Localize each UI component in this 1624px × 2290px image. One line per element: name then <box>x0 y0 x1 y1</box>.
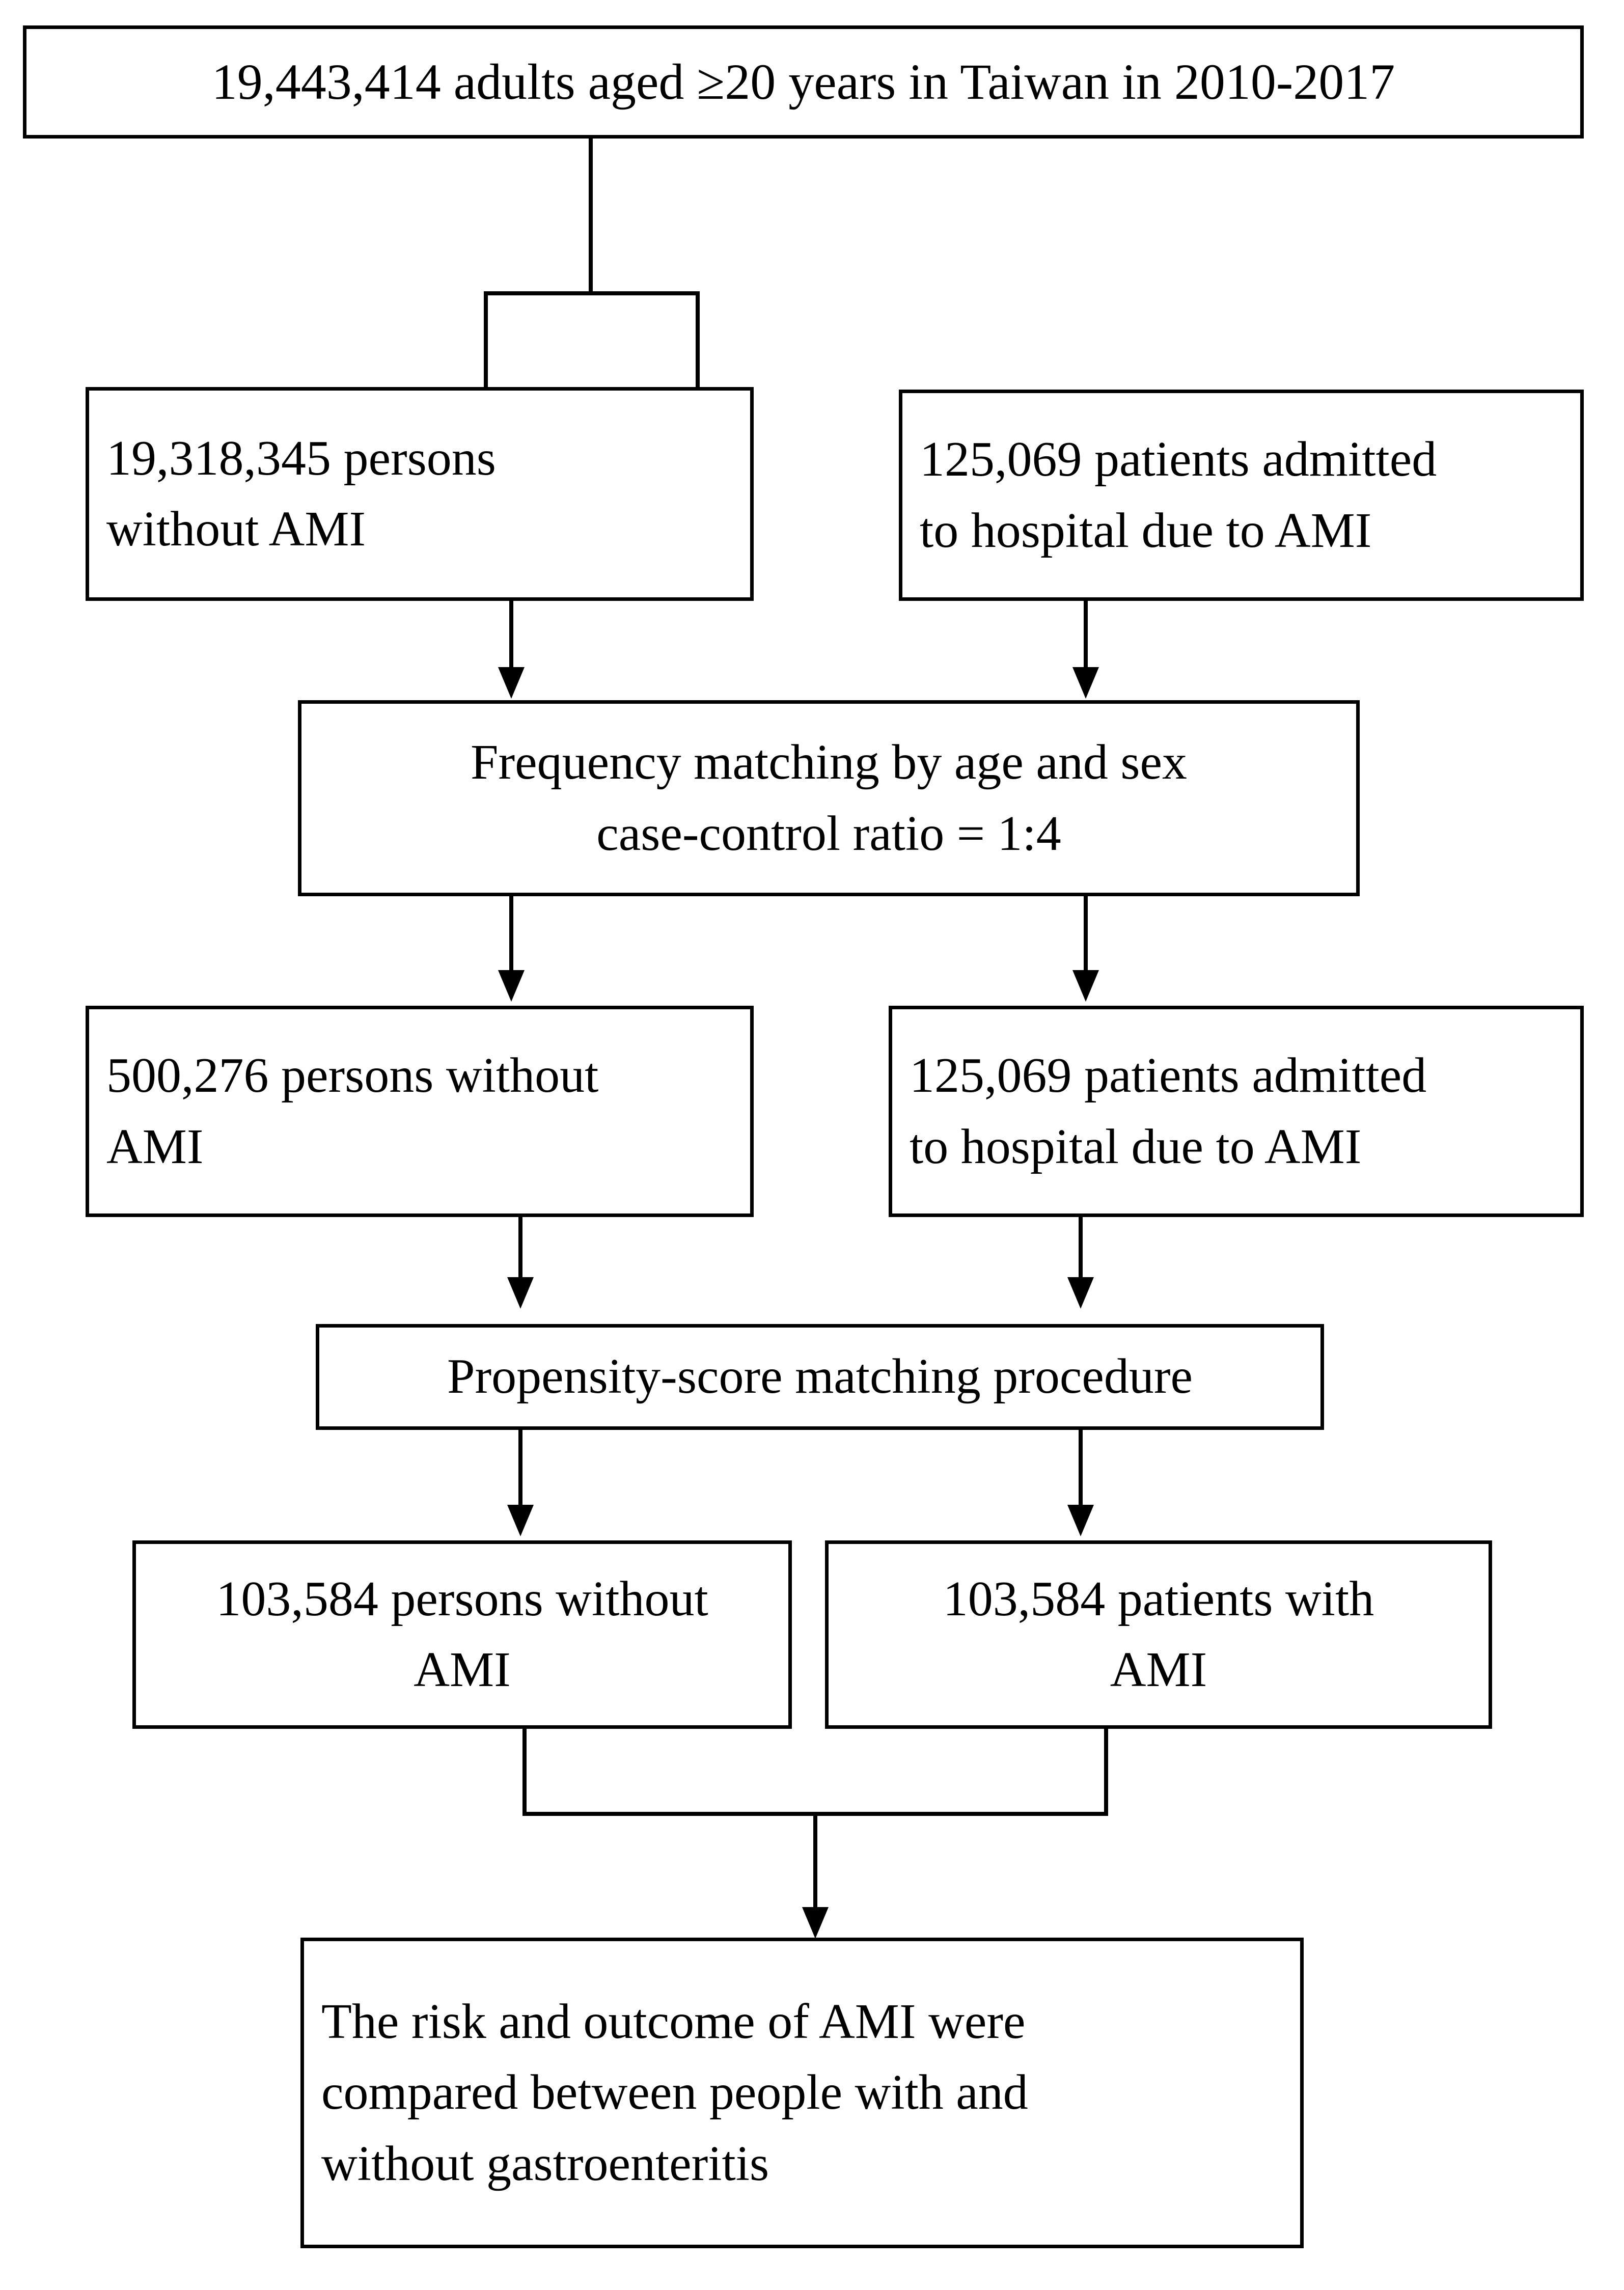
connector-line-propensity-matching-to-with-ami-final <box>1079 1430 1083 1507</box>
node-without-ami-final: 103,584 persons without AMI <box>132 1540 792 1729</box>
node-with-ami-matched-line-1: 125,069 patients admitted <box>910 1048 1427 1103</box>
node-without-ami-matched-line-2: AMI <box>106 1119 204 1174</box>
connector-line-with-ami-matched-to-propensity-matching <box>1079 1217 1083 1279</box>
arrowhead-with-ami-matched-to-propensity-matching <box>1067 1277 1094 1309</box>
connector-split-right-drop-row1 <box>696 291 700 392</box>
arrowhead-frequency-matching-to-without-ami-matched <box>498 970 525 1002</box>
node-without-ami-initial-line-1: 19,318,345 persons <box>106 430 496 486</box>
arrowhead-propensity-matching-to-with-ami-final <box>1067 1505 1094 1536</box>
connector-split-left-drop-row1 <box>484 291 488 388</box>
node-with-ami-initial-line-1: 125,069 patients admitted <box>920 432 1437 487</box>
node-propensity-matching: Propensity-score matching procedure <box>316 1324 1324 1430</box>
node-with-ami-matched: 125,069 patients admitted to hospital du… <box>889 1006 1584 1217</box>
connector-line-propensity-matching-to-without-ami-final <box>518 1430 522 1507</box>
arrowhead-frequency-matching-to-with-ami-matched <box>1072 970 1099 1002</box>
node-frequency-matching-line-1: Frequency matching by age and sex <box>471 735 1187 790</box>
node-study-outcome-line-3: without gastroenteritis <box>321 2136 769 2191</box>
connector-line-frequency-matching-to-with-ami-matched <box>1084 896 1088 973</box>
connector-split-stem-row1 <box>589 139 593 293</box>
connector-split-bar-row1 <box>484 291 700 295</box>
connector-line-without-ami-matched-to-propensity-matching <box>518 1217 522 1279</box>
node-with-ami-matched-line-2: to hospital due to AMI <box>910 1119 1362 1174</box>
node-without-ami-initial: 19,318,345 persons without AMI <box>86 387 754 601</box>
node-without-ami-final-line-2: AMI <box>414 1642 511 1697</box>
node-source-population-line-1: 19,443,414 adults aged ≥20 years in Taiw… <box>211 53 1395 110</box>
connector-line-with-ami-initial-to-frequency-matching <box>1084 601 1088 671</box>
node-without-ami-matched-line-1: 500,276 persons without <box>106 1048 599 1103</box>
connector-line-without-ami-initial-to-frequency-matching <box>509 601 513 671</box>
node-study-outcome: The risk and outcome of AMI were compare… <box>300 1938 1304 2248</box>
arrowhead-with-ami-initial-to-frequency-matching <box>1072 667 1099 699</box>
node-frequency-matching-line-2: case-control ratio = 1:4 <box>596 806 1061 861</box>
node-with-ami-final-line-1: 103,584 patients with <box>943 1571 1374 1626</box>
node-study-outcome-line-2: compared between people with and <box>321 2065 1028 2120</box>
arrowhead-propensity-matching-to-without-ami-final <box>507 1505 534 1536</box>
node-study-outcome-line-1: The risk and outcome of AMI were <box>321 1994 1026 2050</box>
node-with-ami-final-line-2: AMI <box>1110 1642 1207 1697</box>
node-with-ami-initial-line-2: to hospital due to AMI <box>920 503 1372 558</box>
arrowhead-merge-to-study-outcome <box>802 1907 829 1939</box>
connector-merge-left-drop-row4 <box>522 1729 527 1814</box>
node-with-ami-final: 103,584 patients with AMI <box>825 1540 1492 1729</box>
connector-line-frequency-matching-to-without-ami-matched <box>509 896 513 973</box>
connector-merge-stem-row4 <box>813 1812 817 1913</box>
node-with-ami-initial: 125,069 patients admitted to hospital du… <box>899 390 1584 601</box>
node-source-population: 19,443,414 adults aged ≥20 years in Taiw… <box>23 25 1584 139</box>
node-without-ami-matched: 500,276 persons without AMI <box>86 1006 754 1217</box>
arrowhead-without-ami-matched-to-propensity-matching <box>507 1277 534 1309</box>
connector-merge-right-drop-row4 <box>1104 1729 1108 1814</box>
arrowhead-without-ami-initial-to-frequency-matching <box>498 667 525 699</box>
node-without-ami-final-line-1: 103,584 persons without <box>216 1571 708 1626</box>
node-frequency-matching: Frequency matching by age and sex case-c… <box>298 700 1360 896</box>
node-propensity-matching-line-1: Propensity-score matching procedure <box>447 1349 1193 1404</box>
node-without-ami-initial-line-2: without AMI <box>106 502 366 557</box>
